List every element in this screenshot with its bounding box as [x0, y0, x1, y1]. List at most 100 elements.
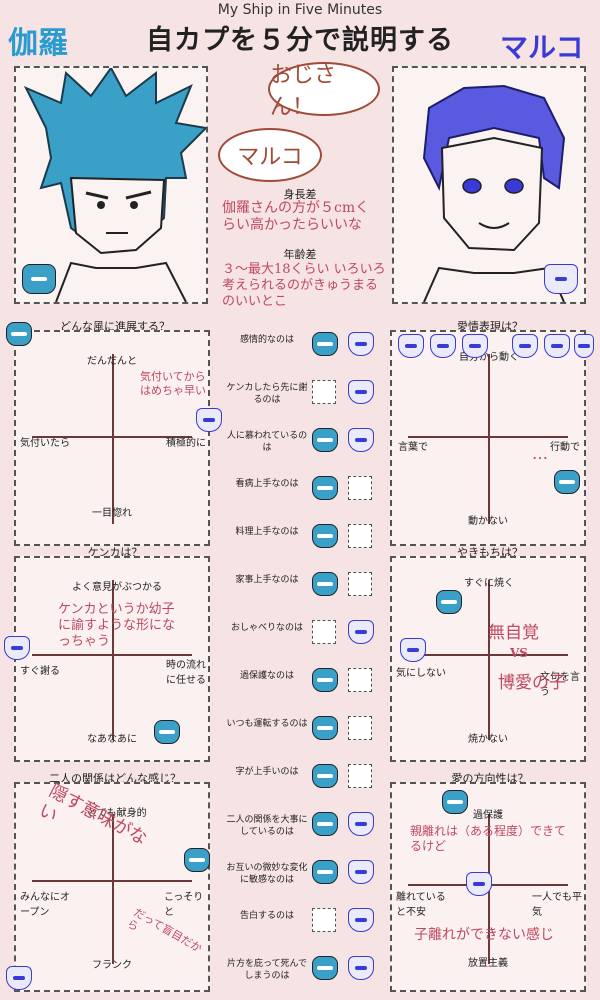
left-character-name: 伽羅: [8, 26, 68, 61]
wolf-icon-4: [512, 334, 538, 358]
question-label: おしゃべりなのは: [230, 623, 303, 633]
speech-bubble-right: おじさん！: [268, 62, 380, 120]
wolf-icon-5: [544, 334, 570, 358]
relationship-left-label: みんなにオープン: [20, 892, 70, 918]
wolf-icon-2: [430, 334, 456, 358]
question-row: 告白するのは: [224, 906, 384, 954]
love-dir-chart-title: 愛の方向性は？: [451, 772, 529, 785]
question-label: お互いの微妙な変化に敏感なのは: [226, 863, 308, 885]
love-dir-top-label: 過保護: [473, 810, 503, 821]
love-dir-bottom-label: 放置主義: [468, 958, 508, 969]
wolf-answer-icon: [348, 620, 374, 644]
height-diff-label: 身長差: [283, 188, 317, 201]
wolf-icon-3: [462, 334, 488, 358]
question-row: いつも運転するのは: [224, 714, 384, 762]
speech-bubble-left: マルコ: [218, 128, 322, 182]
wolf-marker-icon: [4, 636, 30, 660]
question-row: 片方を庇って死んでしまうのは: [224, 954, 384, 1000]
fight-chart-title: ケンカは？: [87, 546, 143, 559]
relationship-bottom-label: フランク: [92, 960, 132, 971]
wolf-marker-icon: [196, 408, 222, 432]
affection-right-label: 行動で: [550, 442, 580, 453]
question-row: 人に慕われているのは: [224, 426, 384, 474]
jealousy-right-label: 文句を言う: [540, 672, 580, 698]
tiger-answer-icon: [312, 716, 338, 740]
wolf-answer-empty-box: [348, 524, 372, 548]
wolf-answer-empty-box: [348, 716, 372, 740]
fight-top-label: よく意見がぶつかる: [72, 582, 162, 593]
title-english: My Ship in Five Minutes: [217, 2, 383, 18]
tiger-answer-empty-box: [312, 620, 336, 644]
title-japanese: 自カプを５分で説明する: [146, 25, 454, 56]
question-label: 人に慕われているのは: [226, 431, 308, 453]
fight-note: ケンカというか幼子に諭すような形になっちゃう: [58, 602, 176, 649]
love-dir-left-label: 離れていると不安: [396, 892, 446, 918]
tiger-answer-icon: [312, 428, 338, 452]
progress-chart: だんだんと 一目惚れ 気付いたら 積極的に 気付いてからはめちゃ早い: [14, 330, 222, 546]
age-diff-note: ３〜最大18くらい いろいろ考えられるのがきゅうまるのいいとこ: [222, 262, 386, 309]
question-row: 家事上手なのは: [224, 570, 384, 618]
wolf-answer-icon: [348, 332, 374, 356]
tiger-answer-icon: [312, 860, 338, 884]
affection-left-label: 言葉で: [398, 442, 428, 453]
jealousy-left-label: 気にしない: [396, 668, 446, 679]
question-label: 看病上手なのは: [235, 479, 299, 489]
affection-bottom-label: 動かない: [468, 516, 508, 527]
tiger-mascot-icon: [22, 264, 56, 294]
question-row: 感情的なのは: [224, 330, 384, 378]
tiger-answer-icon: [312, 476, 338, 500]
affection-chart: 自分から動く 動かない 言葉で 行動で …: [390, 330, 586, 546]
jealousy-chart-title: やきもちは？: [457, 546, 523, 559]
wolf-marker-icon: [6, 966, 32, 990]
tiger-marker-icon: [554, 470, 580, 494]
jealousy-top-label: すぐに焼く: [464, 578, 514, 589]
question-row: おしゃべりなのは: [224, 618, 384, 666]
tiger-marker-icon: [436, 590, 462, 614]
love-dir-chart: 過保護 放置主義 離れていると不安 一人でも平気 親離れは（ある程度）できてるけ…: [390, 782, 586, 992]
love-dir-note-2: 子離れができない感じ: [414, 927, 554, 943]
progress-chart-title: どんな風に進展する？: [60, 320, 170, 333]
right-character-name: マルコ: [500, 31, 584, 64]
question-label: 過保護なのは: [239, 671, 294, 681]
question-label: 告白するのは: [239, 911, 294, 921]
question-row: 過保護なのは: [224, 666, 384, 714]
progress-left-label: 気付いたら: [20, 438, 70, 449]
wolf-answer-empty-box: [348, 668, 372, 692]
progress-note: 気付いてからはめちゃ早い: [140, 370, 206, 397]
wolf-answer-icon: [348, 956, 374, 980]
relationship-chart: とても献身的 フランク みんなにオープン こっそりと 隠す意味がない だって盲目…: [14, 780, 210, 992]
question-row: お互いの微妙な変化に敏感なのは: [224, 858, 384, 906]
love-dir-right-label: 一人でも平気: [532, 892, 582, 918]
question-row: 二人の関係を大事にしているのは: [224, 810, 384, 858]
question-row: 看病上手なのは: [224, 474, 384, 522]
wolf-answer-icon: [348, 908, 374, 932]
wolf-answer-empty-box: [348, 572, 372, 596]
wolf-icon-1: [398, 334, 424, 358]
question-row: 料理上手なのは: [224, 522, 384, 570]
question-label: ケンカしたら先に謝るのは: [226, 383, 308, 405]
affection-top-label: 自分から動く: [459, 352, 519, 363]
fight-chart: よく意見がぶつかる なあなあに すぐ謝る 時の流れに任せる ケンカというか幼子に…: [14, 556, 210, 762]
tiger-answer-icon: [312, 764, 338, 788]
tiger-marker-icon: [184, 848, 210, 872]
wolf-answer-icon: [348, 812, 374, 836]
tiger-marker-icon: [442, 790, 468, 814]
question-list: 感情的なのはケンカしたら先に謝るのは人に慕われているのは看病上手なのは料理上手な…: [224, 330, 384, 1000]
tiger-answer-icon: [312, 668, 338, 692]
question-row: 字が上手いのは: [224, 762, 384, 810]
jealousy-note-1: 無自覚: [488, 623, 539, 643]
wolf-mascot-icon: [544, 264, 578, 294]
progress-top-label: だんだんと: [87, 356, 137, 367]
progress-right-label: 積極的に: [166, 438, 206, 449]
tiger-answer-icon: [312, 956, 338, 980]
relationship-note-1: 隠す意味がない: [35, 780, 151, 850]
right-character-illustration: [422, 84, 566, 303]
tiger-answer-empty-box: [312, 908, 336, 932]
question-label: 字が上手いのは: [235, 767, 299, 777]
question-label: 料理上手なのは: [235, 527, 299, 537]
question-label: 感情的なのは: [239, 335, 294, 345]
question-label: 家事上手なのは: [235, 575, 299, 585]
jealousy-note-3: 博愛の子: [498, 673, 566, 693]
wolf-answer-empty-box: [348, 476, 372, 500]
affection-chart-title: 愛情表現は？: [457, 320, 523, 333]
